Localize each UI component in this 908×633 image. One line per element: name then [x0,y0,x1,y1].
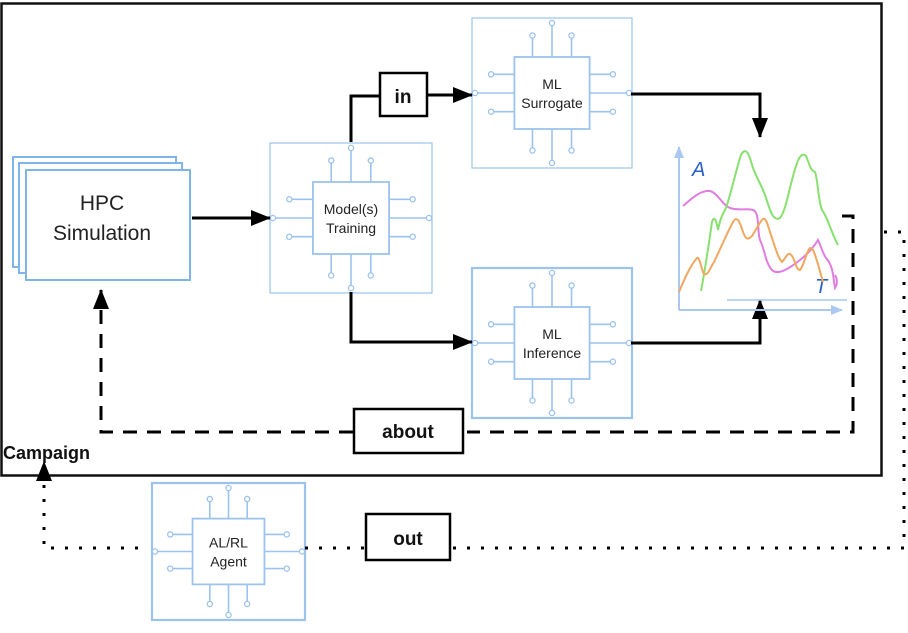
out-label: out [393,529,423,550]
chip-pin-terminal [471,89,479,97]
chip-core [513,56,591,130]
chip-pin-terminal [206,495,214,503]
ml-surrogate-node[interactable]: ML Surrogate [471,17,633,169]
hpc-label-line2: Simulation [53,222,151,245]
campaign-container [0,2,883,477]
edge-plot-to-out [452,230,906,550]
about-label: about [382,422,434,443]
chip-pin-terminal [286,196,293,203]
plot-y-label: A [691,159,705,181]
chip-pin-terminal [609,321,617,328]
chip-pin-terminal [548,159,556,167]
chip-pin-terminal [609,108,617,115]
arrow-inference-to-plot [631,299,768,345]
surrogate-label-line2: Surrogate [521,95,583,111]
chip-core [191,517,266,586]
arrow-training-to-inference [349,292,473,350]
chip-core [312,181,390,255]
agent-label-line1: AL/RL [209,535,248,551]
plot-series-green [700,150,839,292]
chip-pin-terminal [367,272,375,279]
training-label-line1: Model(s) [324,201,378,217]
chip-pin-terminal [529,282,536,289]
chip-pin-terminal [166,531,174,538]
chip-pin-terminal [409,196,416,203]
chip-pin-terminal [529,397,536,404]
chip-pin-terminal [471,339,479,347]
chip-pin-terminal [347,284,355,292]
chip-pin-terminal [283,531,291,538]
chip-pin-terminal [283,565,291,572]
plot-x-label: T [815,276,829,298]
arrow-surrogate-to-plot [631,92,768,138]
chip-pin-terminal [243,495,251,503]
chip-pin-terminal [568,397,575,404]
chip-pin-terminal [529,32,536,39]
chip-pin-terminal [568,147,575,154]
al-rl-agent-node[interactable]: AL/RL Agent [150,481,307,622]
surrogate-label-line1: ML [542,76,562,92]
plot-series-magenta [682,189,838,291]
training-label-line2: Training [326,220,376,236]
edge-training-to-in [349,94,380,142]
chip-pin-terminal [548,19,556,27]
chip-pin-terminal [625,339,633,347]
chip-pin-terminal [269,214,277,222]
chip-pin-terminal [609,71,617,78]
hpc-label-line1: HPC [80,192,124,215]
chip-pin-terminal [151,548,159,555]
agent-label-line2: Agent [210,554,247,570]
chip-pin-terminal [529,147,536,154]
chip-pin-terminal [286,233,293,240]
chip-pin-terminal [225,484,232,492]
chip-pin-terminal [568,32,575,39]
chip-pin-terminal [609,358,617,365]
chip-pin-terminal [568,282,575,289]
chip-core [513,306,591,380]
chip-pin-terminal [487,71,495,78]
ml-inference-node[interactable]: ML Inference [470,266,634,420]
model-training-node[interactable]: Model(s) Training [269,142,433,294]
chip-pin-terminal [243,600,251,608]
inference-label-line1: ML [542,326,562,342]
hpc-simulation-node[interactable]: HPC Simulation [12,156,191,281]
chip-pin-terminal [166,565,174,572]
chip-pin-terminal [347,144,355,152]
chip-pin-terminal [409,233,416,240]
in-label: in [395,87,412,108]
chip-pin-terminal [298,548,306,555]
chip-pin-terminal [206,600,214,608]
about-label-box [352,407,465,455]
chip-pin-terminal [548,269,556,277]
chip-pin-terminal [487,321,495,328]
chip-pin-terminal [425,214,433,222]
output-plot: A T [674,140,847,315]
out-label-box [364,512,452,562]
edge-plot-to-about [467,214,855,434]
chip-pin-terminal [487,358,495,365]
arrow-about-to-hpc [93,289,353,434]
chip-pin-terminal [367,157,375,164]
plot-series-orange [678,217,824,293]
chip-pin-terminal [327,272,335,279]
chip-pin-terminal [327,157,335,164]
chip-pin-terminal [225,611,232,619]
chip-pin-terminal [487,108,495,115]
chip-pin-terminal [625,89,633,97]
campaign-label: Campaign [3,443,90,463]
inference-label-line2: Inference [523,345,582,361]
chip-pin-terminal [548,409,556,417]
